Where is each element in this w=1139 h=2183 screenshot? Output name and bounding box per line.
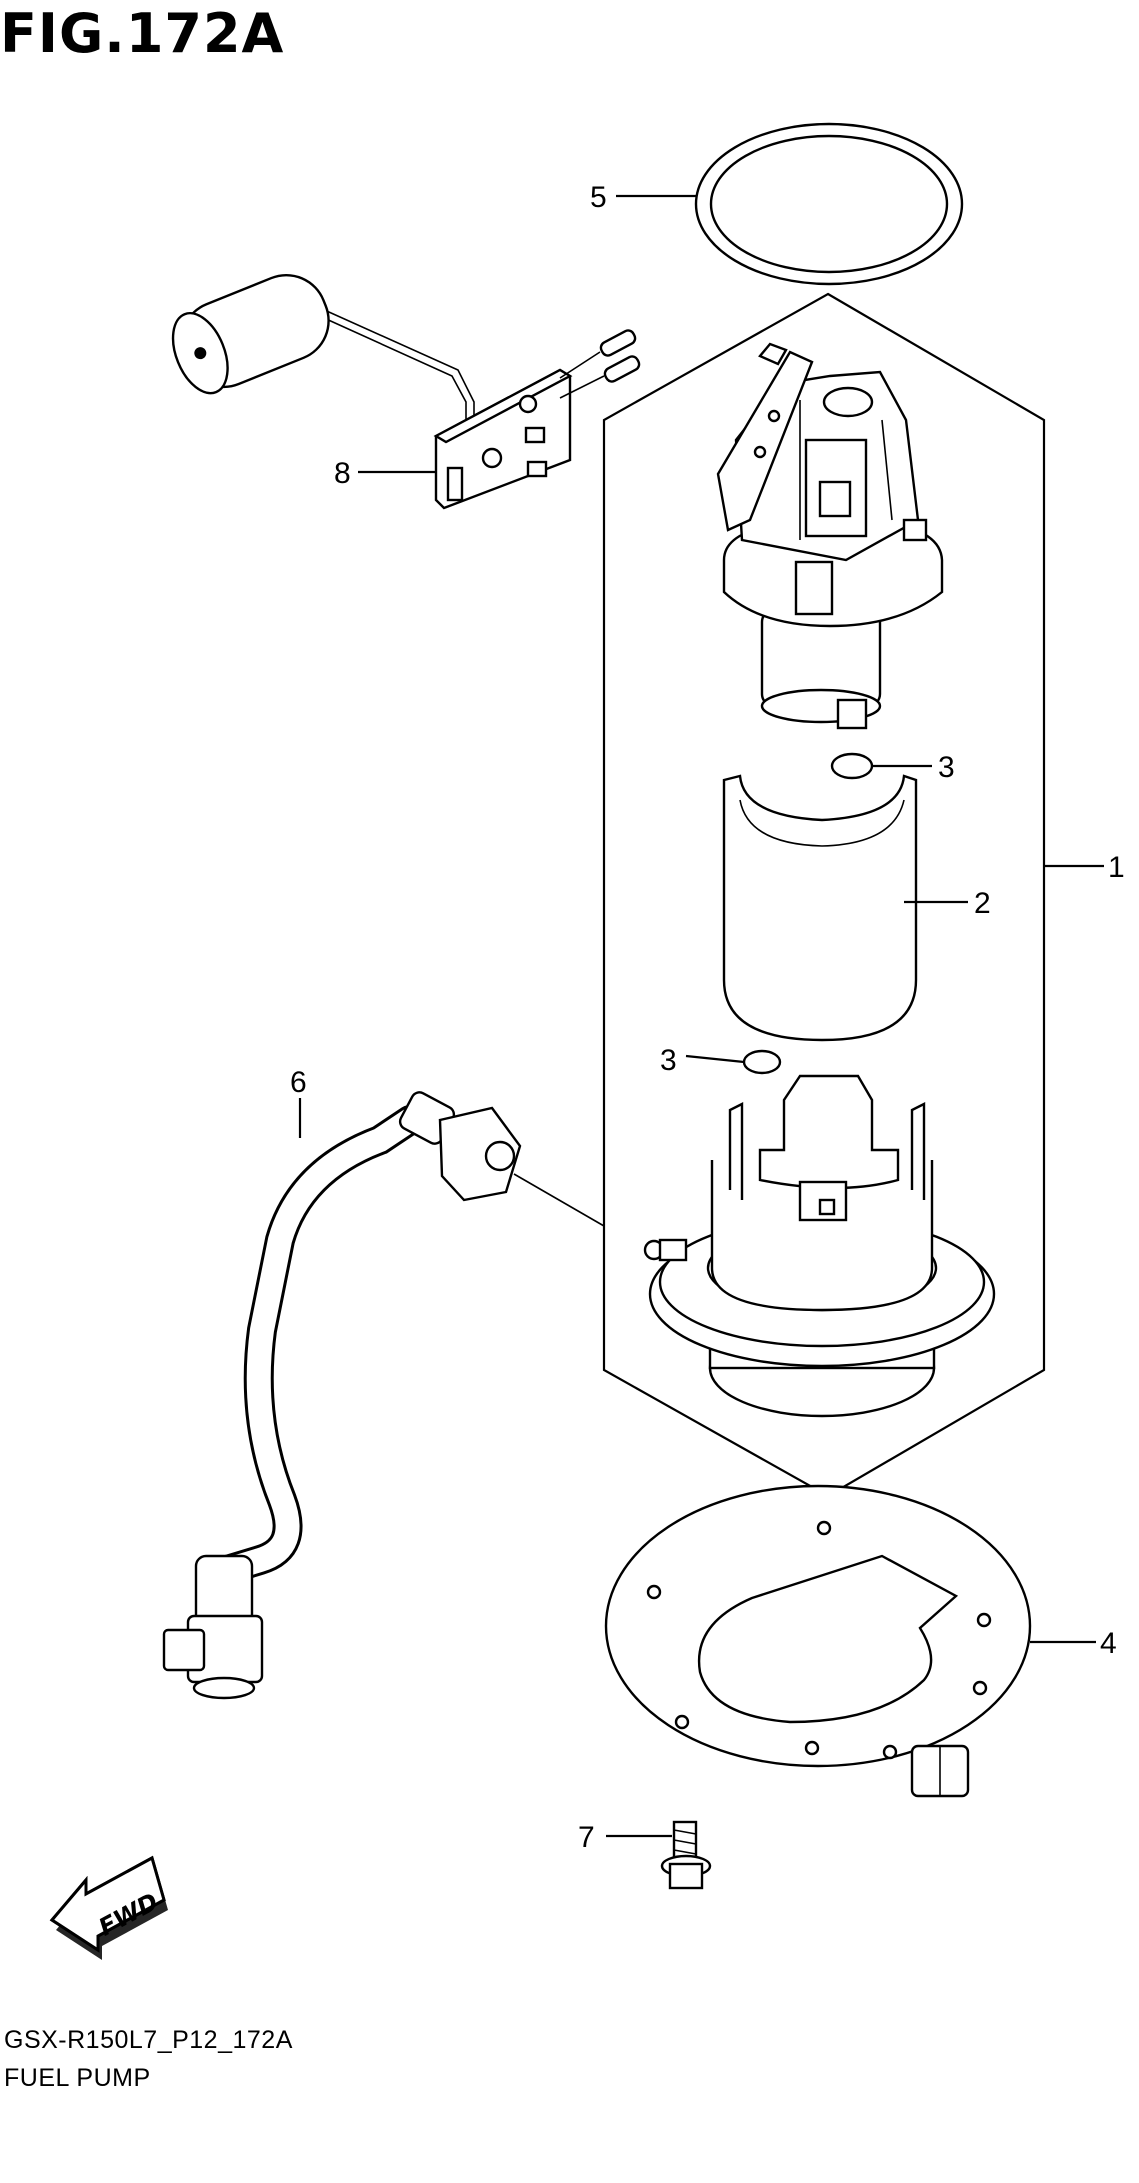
callout-7: 7: [578, 1821, 595, 1854]
part-4-gasket-plate: [604, 1484, 1032, 1798]
part-2-filter-sleeve: [722, 774, 918, 1042]
part-6-fuel-hose: [162, 1091, 605, 1700]
pump-holder-flange: [643, 1074, 996, 1418]
leader-lines: [298, 194, 1104, 1838]
part-3-oring-lower: [742, 1049, 782, 1075]
diagram-code: GSX-R150L7_P12_172A: [4, 2026, 293, 2054]
callout-3-upper: 3: [938, 751, 955, 784]
callout-8: 8: [334, 457, 351, 490]
callout-3-lower: 3: [660, 1044, 677, 1077]
callout-2: 2: [974, 887, 991, 920]
part-8-fuel-level-gauge: [171, 273, 641, 510]
callout-1: 1: [1108, 851, 1125, 884]
callout-6: 6: [290, 1066, 307, 1099]
part-3-oring-upper: [830, 752, 874, 780]
callout-4: 4: [1100, 1627, 1117, 1660]
figure-title: FIG.172A: [0, 2, 285, 65]
part-5-gasket-ring: [694, 122, 964, 286]
part-7-bolt: [660, 1820, 712, 1890]
callout-5: 5: [590, 181, 607, 214]
diagram-name: FUEL PUMP: [4, 2064, 151, 2092]
fwd-arrow-icon: FWD: [49, 1855, 168, 1960]
fuel-pump-motor: [716, 342, 944, 730]
